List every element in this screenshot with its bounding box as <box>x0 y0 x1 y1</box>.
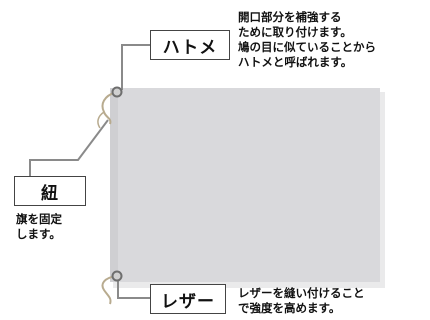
himo-leader-line <box>29 119 109 176</box>
bottom-cord <box>101 275 117 305</box>
bottom-grommet <box>111 270 123 282</box>
leather-description: レザーを縫い付けること で強度を高めます。 <box>238 286 365 315</box>
flag-panel <box>110 88 380 282</box>
hatome-leader-line <box>121 44 150 90</box>
leather-label: レザー <box>150 284 226 314</box>
flag-left-hem <box>110 88 118 282</box>
himo-label: 紐 <box>14 176 86 206</box>
hatome-description: 開口部分を補強する ために取り付けます。 鳩の目に似ていることから ハトメと呼ば… <box>238 10 376 69</box>
leather-leader-line <box>117 276 150 299</box>
top-grommet <box>111 86 123 98</box>
himo-description: 旗を固定 します。 <box>16 212 62 241</box>
hatome-label: ハトメ <box>150 30 230 60</box>
top-cord-tail <box>97 111 105 129</box>
